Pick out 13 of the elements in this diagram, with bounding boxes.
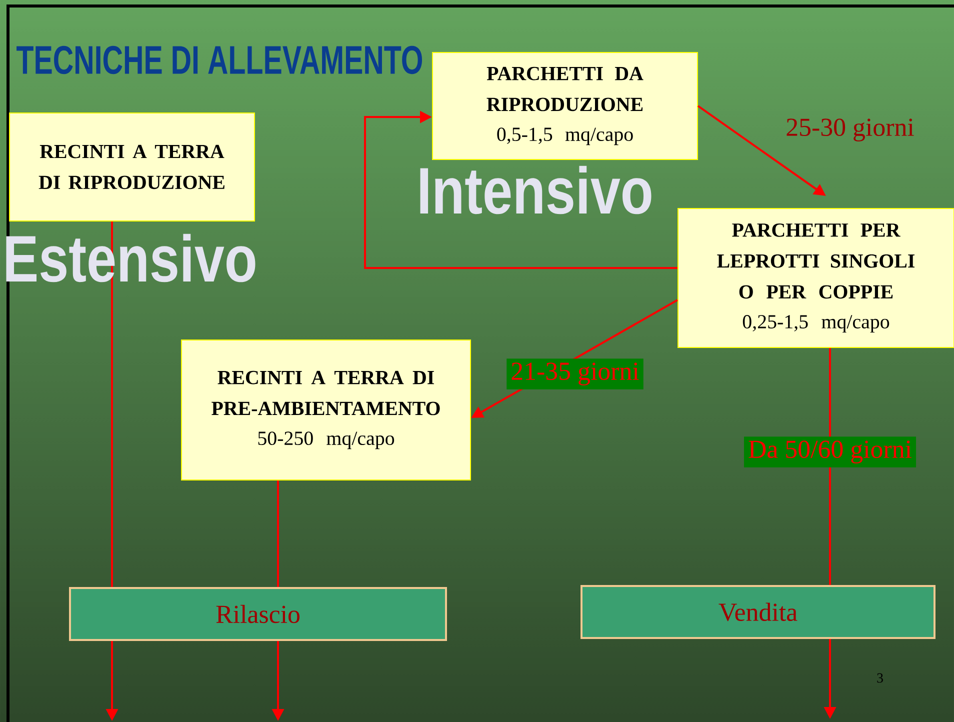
- enclosure-box: PARCHETTI DA RIPRODUZIONE 0,5-1,5 mq/capo: [432, 52, 698, 160]
- edge-label: 25-30 giorni: [786, 118, 914, 142]
- enclosure-box: PARCHETTI PER LEPROTTI SINGOLI O PER COPPIE 0,25-1,5 mq/capo: [678, 208, 954, 348]
- enclosure-box: RECINTI A TERRA DI PRE-AMBIENTAMENTO 50-250 mq/capo: [181, 339, 471, 480]
- enclosure-box: RECINTI A TERRA DI RIPRODUZIONE: [9, 112, 255, 222]
- edge-label: Da 50/60 giorni: [744, 436, 916, 468]
- page-number: 3: [877, 673, 883, 683]
- title: TECNICHE DI ALLEVAMENTO: [16, 46, 422, 74]
- destination-box: Vendita: [580, 584, 936, 639]
- destination-box: Rilascio: [69, 586, 447, 641]
- method-word: Intensivo: [420, 166, 652, 214]
- edge-label: 21-35 giorni: [506, 358, 644, 390]
- arrow: [364, 110, 678, 269]
